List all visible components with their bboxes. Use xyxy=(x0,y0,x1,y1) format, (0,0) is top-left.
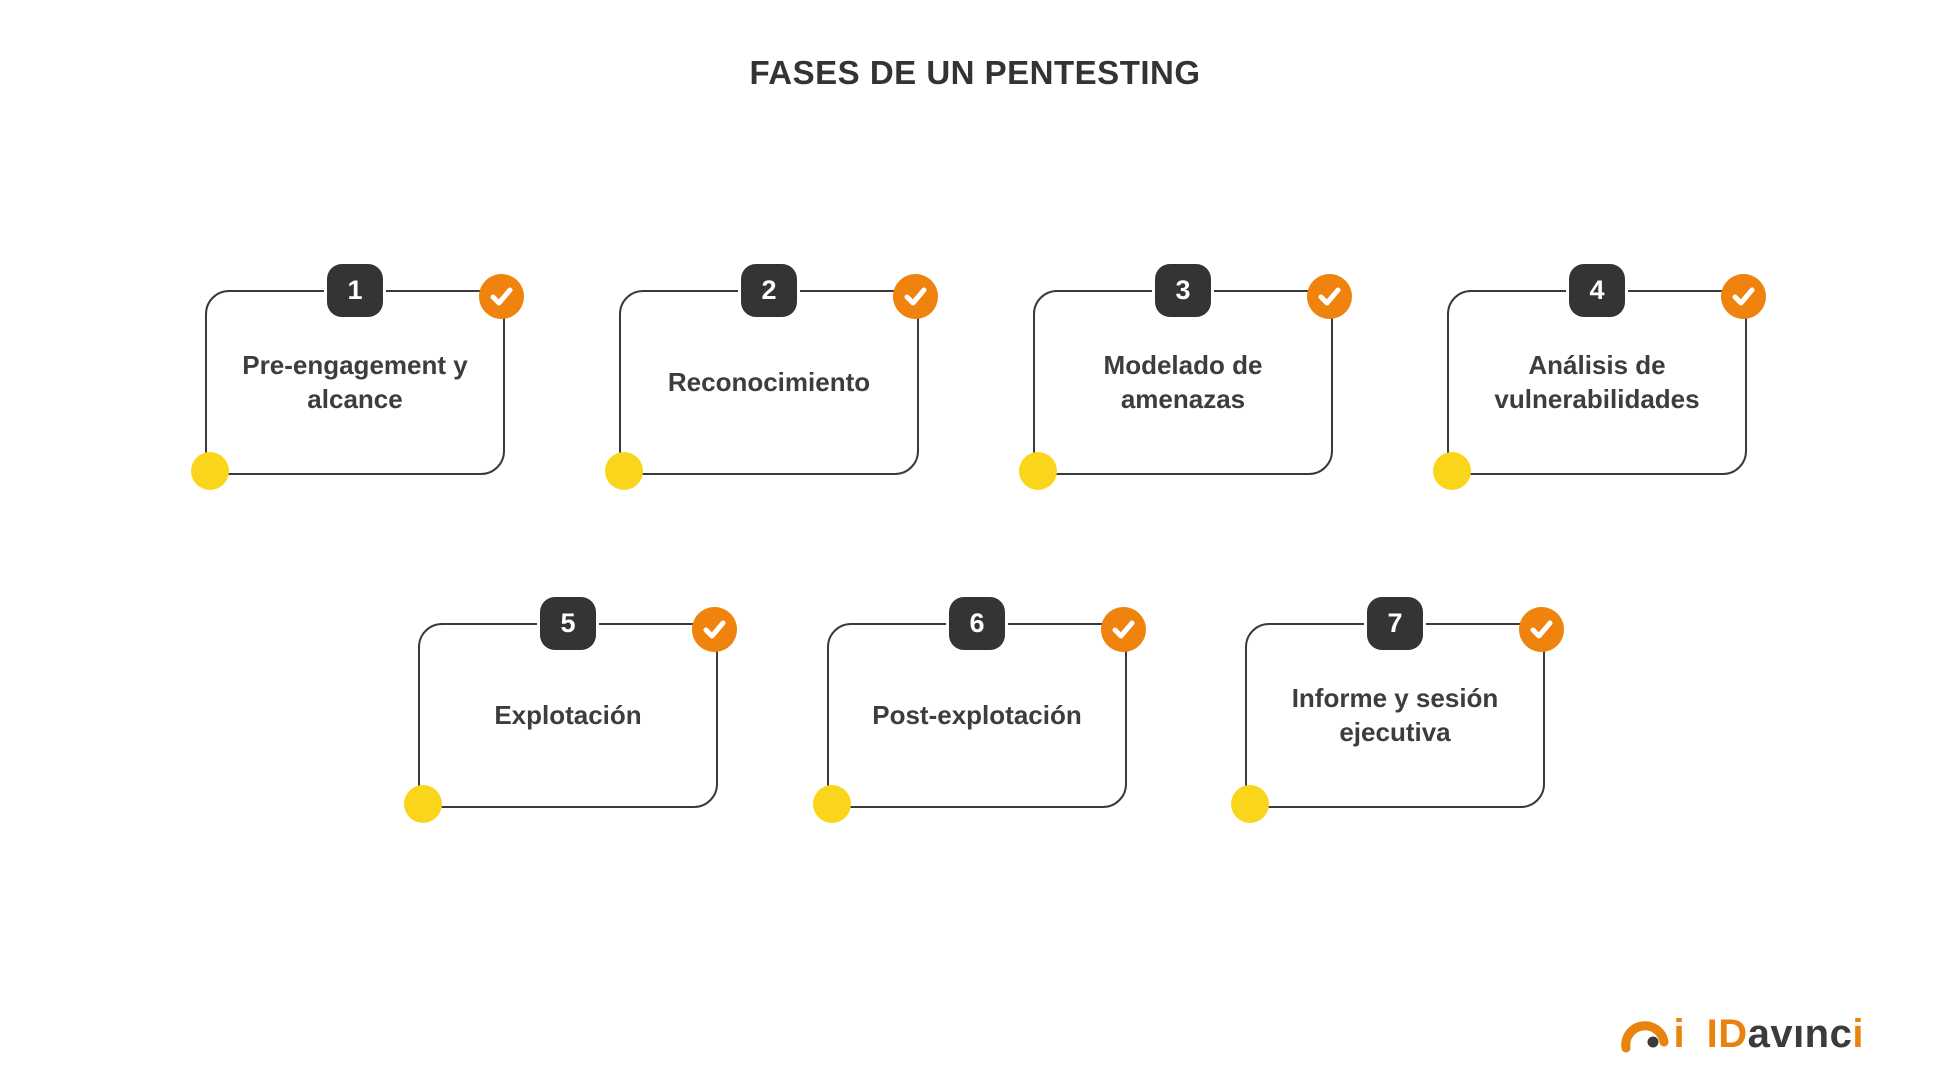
phase-number: 4 xyxy=(1589,275,1605,305)
yellow-dot-icon xyxy=(813,785,851,823)
check-icon xyxy=(692,607,737,652)
phase-number: 2 xyxy=(761,275,777,305)
phase-label: Explotación xyxy=(494,699,642,730)
phase-label: Reconocimiento xyxy=(667,366,871,397)
phase-label: Análisis de vulnerabilidades xyxy=(1494,350,1700,414)
yellow-dot-icon xyxy=(1019,452,1057,490)
yellow-dot-icon xyxy=(1433,452,1471,490)
page-title: FASES DE UN PENTESTING xyxy=(749,54,1201,91)
logo-arc-icon xyxy=(1620,1008,1672,1054)
check-icon xyxy=(479,274,524,319)
check-icon xyxy=(1721,274,1766,319)
phase-number: 3 xyxy=(1175,275,1191,305)
phase-card-6: 6 Post-explotación xyxy=(813,597,1146,823)
yellow-dot-icon xyxy=(404,785,442,823)
phase-card-1: 1 Pre-engagement y alcance xyxy=(191,264,524,490)
phase-number-badge: 1 xyxy=(327,264,383,317)
check-icon xyxy=(1101,607,1146,652)
wordmark-dark: avınc xyxy=(1747,1012,1853,1056)
check-icon xyxy=(1307,274,1352,319)
phase-label: Pre-engagement y alcance xyxy=(242,350,468,414)
logo-letter-i: i xyxy=(1673,1012,1685,1056)
yellow-dot-icon xyxy=(605,452,643,490)
phase-label: Modelado de amenazas xyxy=(1103,350,1263,414)
phase-card-4: 4 Análisis de vulnerabilidades xyxy=(1433,264,1766,490)
logo-wordmark: IDavınci xyxy=(1707,1014,1864,1054)
wordmark-orange-start: ID xyxy=(1706,1012,1748,1056)
phase-number-badge: 6 xyxy=(949,597,1005,650)
phase-label: Informe y sesión ejecutiva xyxy=(1291,683,1499,747)
phase-number-badge: 5 xyxy=(540,597,596,650)
check-icon xyxy=(893,274,938,319)
phase-number: 7 xyxy=(1387,608,1403,638)
phase-number-badge: 7 xyxy=(1367,597,1423,650)
brand-logo: i IDavınci xyxy=(1620,1008,1864,1054)
phase-card-7: 7 Informe y sesión ejecutiva xyxy=(1231,597,1564,823)
phase-number-badge: 4 xyxy=(1569,264,1625,317)
phase-number: 1 xyxy=(347,275,363,305)
check-icon xyxy=(1519,607,1564,652)
phase-card-2: 2 Reconocimiento xyxy=(605,264,938,490)
yellow-dot-icon xyxy=(191,452,229,490)
phase-number-badge: 3 xyxy=(1155,264,1211,317)
phase-number: 6 xyxy=(969,608,985,638)
phase-number-badge: 2 xyxy=(741,264,797,317)
yellow-dot-icon xyxy=(1231,785,1269,823)
phase-number: 5 xyxy=(560,608,576,638)
wordmark-orange-end: i xyxy=(1852,1012,1864,1056)
phase-card-3: 3 Modelado de amenazas xyxy=(1019,264,1352,490)
phase-card-5: 5 Explotación xyxy=(404,597,737,823)
phase-label: Post-explotación xyxy=(872,699,1082,730)
